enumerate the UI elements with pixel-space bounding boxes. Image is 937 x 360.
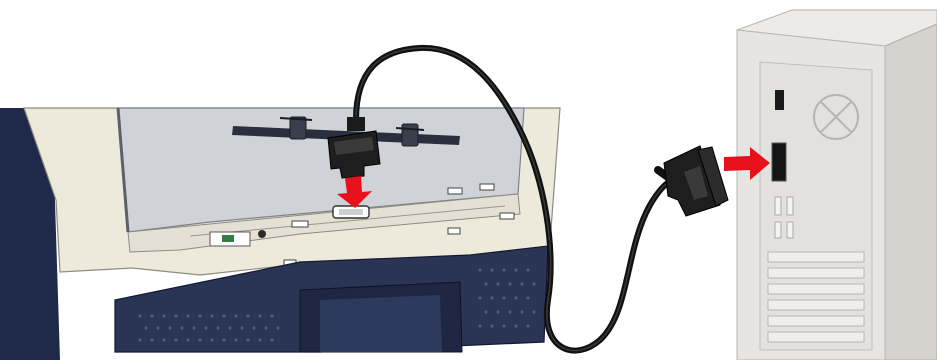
tower-side (885, 24, 937, 360)
pc-tower (737, 10, 937, 360)
audio-jack (258, 230, 266, 238)
dvi-port-tower (772, 143, 786, 181)
tower-port-top (775, 90, 784, 110)
monitor-rear (0, 108, 560, 360)
usb-port-1 (292, 221, 308, 227)
pc-side-connector (658, 146, 728, 216)
usb-port-4 (480, 184, 494, 190)
usb-port-2 (500, 213, 514, 219)
usb-port-3 (448, 188, 462, 194)
